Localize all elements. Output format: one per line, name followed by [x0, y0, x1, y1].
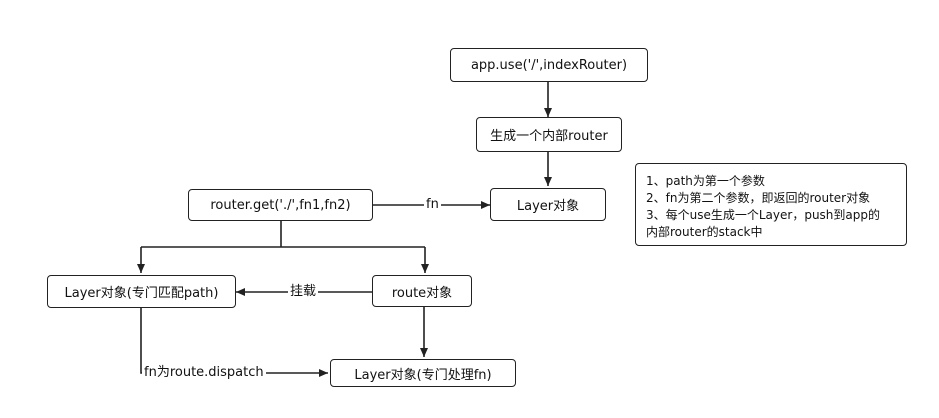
note-line-3: 3、每个use生成一个Layer，push到app的 [646, 208, 881, 222]
app-use-node: app.use('/',indexRouter) [450, 48, 648, 82]
route-node: route对象 [372, 275, 472, 307]
edge-label-fn: fn [424, 197, 441, 213]
edge-label-mount: 挂载 [288, 284, 319, 300]
layer-path-node: Layer对象(专门匹配path) [47, 275, 236, 308]
note-line-2: 2、fn为第二个参数，即返回的router对象 [646, 191, 871, 205]
explanation-note: 1、path为第一个参数 2、fn为第二个参数，即返回的router对象 3、每… [635, 163, 907, 246]
router-get-node: router.get('./',fn1,fn2) [188, 189, 373, 221]
note-line-1: 1、path为第一个参数 [646, 174, 765, 188]
note-line-4: 内部router的stack中 [646, 225, 763, 239]
layer-top-node: Layer对象 [490, 188, 606, 221]
edge-label-dispatch: fn为route.dispatch [142, 365, 266, 381]
inner-router-node: 生成一个内部router [476, 117, 622, 152]
layer-fn-node: Layer对象(专门处理fn) [330, 359, 516, 387]
edge-router-get-split [141, 221, 425, 248]
edge-layer-path-to-layer-fn [140, 308, 328, 377]
